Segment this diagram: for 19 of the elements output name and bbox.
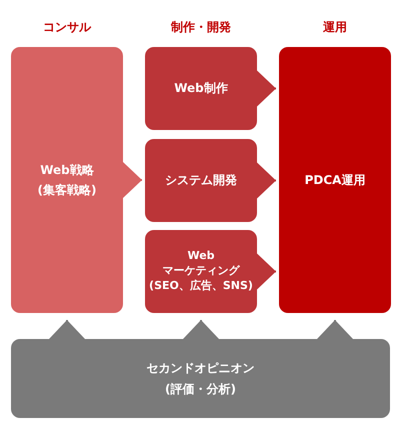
process-box [145, 47, 257, 130]
box-label: (SEO、広告、SNS) [149, 278, 253, 294]
process-box [11, 47, 123, 313]
process-box [279, 47, 391, 313]
box-label: (評価・分析) [165, 380, 236, 397]
box-label: (集客戦略) [38, 182, 96, 198]
process-box [11, 339, 390, 418]
process-box [145, 230, 257, 313]
box-label: Web制作 [174, 80, 228, 97]
box-label: PDCA運用 [304, 172, 366, 188]
box-label: セカンドオピニオン [146, 360, 254, 376]
box-label: Web [187, 249, 215, 264]
column-heading: 運用 [322, 19, 348, 36]
box-label: システム開発 [165, 172, 237, 189]
column-heading: 制作・開発 [170, 19, 232, 36]
column-heading: コンサル [42, 19, 92, 36]
process-box [145, 139, 257, 222]
box-label: マーケティング [162, 264, 240, 279]
box-label: Web戦略 [40, 162, 94, 178]
